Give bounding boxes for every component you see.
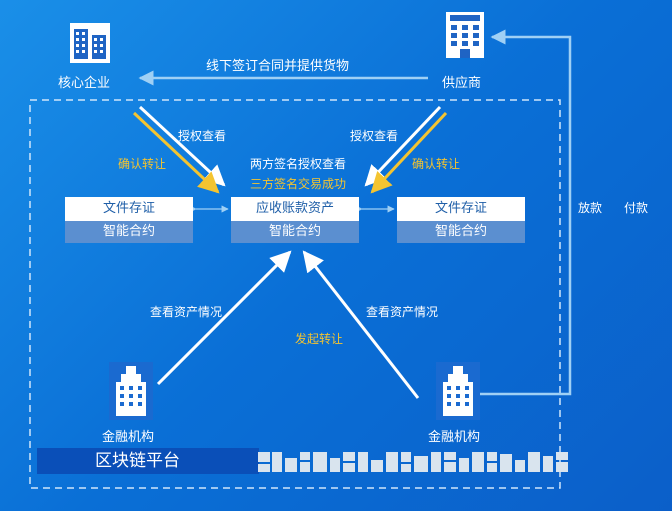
arrow-core-auth: [138, 105, 226, 187]
box-center-top: 应收账款资产: [231, 197, 359, 221]
box-right-bottom: 智能合约: [397, 221, 525, 243]
label-offline-contract: 线下签订合同并提供货物: [206, 59, 350, 74]
box-center-bottom: 智能合约: [231, 221, 359, 243]
entity-bank-right: 金融机构: [428, 430, 481, 445]
box-left-bottom: 智能合约: [65, 221, 193, 243]
box-left-top: 文件存证: [65, 197, 193, 221]
label-loan: 放款: [578, 201, 603, 215]
label-confirm-left: 确认转让: [118, 157, 167, 171]
label-three-party-auth: 两方签名授权查看: [250, 157, 347, 171]
bank-building-icon: [109, 362, 153, 420]
box-right-top: 文件存证: [397, 197, 525, 221]
arrow-supplier-confirm: [370, 111, 448, 194]
building-icon: [70, 23, 110, 63]
label-auth-view-right: 授权查看: [350, 129, 399, 143]
label-three-party-deal: 三方签名交易成功: [250, 177, 347, 191]
arrow-supplier-auth: [364, 105, 442, 187]
blockchain-blocks: [258, 448, 578, 474]
arrow-loan-pay: [480, 29, 572, 396]
arrow-bank-left-view: [156, 250, 292, 386]
bank-building-icon: [436, 362, 480, 420]
box-center-receivable: 应收账款资产 智能合约: [231, 197, 359, 243]
box-right-storage: 文件存证 智能合约: [397, 197, 525, 243]
label-view-assets-left: 查看资产情况: [150, 305, 223, 319]
platform-border: [29, 99, 561, 489]
arrow-core-confirm: [132, 111, 220, 194]
entity-bank-left: 金融机构: [102, 430, 155, 445]
arrow-bank-right-transfer: [302, 250, 420, 399]
box-left-storage: 文件存证 智能合约: [65, 197, 193, 243]
entity-supplier: 供应商: [442, 76, 482, 91]
label-view-assets-right: 查看资产情况: [366, 305, 439, 319]
label-initiate-transfer: 发起转让: [295, 332, 344, 346]
platform-label: 区块链平台: [37, 448, 259, 474]
building-icon: [446, 12, 484, 58]
entity-core-enterprise: 核心企业: [58, 76, 111, 91]
label-pay: 付款: [624, 201, 649, 215]
label-auth-view-left: 授权查看: [178, 129, 227, 143]
label-confirm-right: 确认转让: [412, 157, 461, 171]
